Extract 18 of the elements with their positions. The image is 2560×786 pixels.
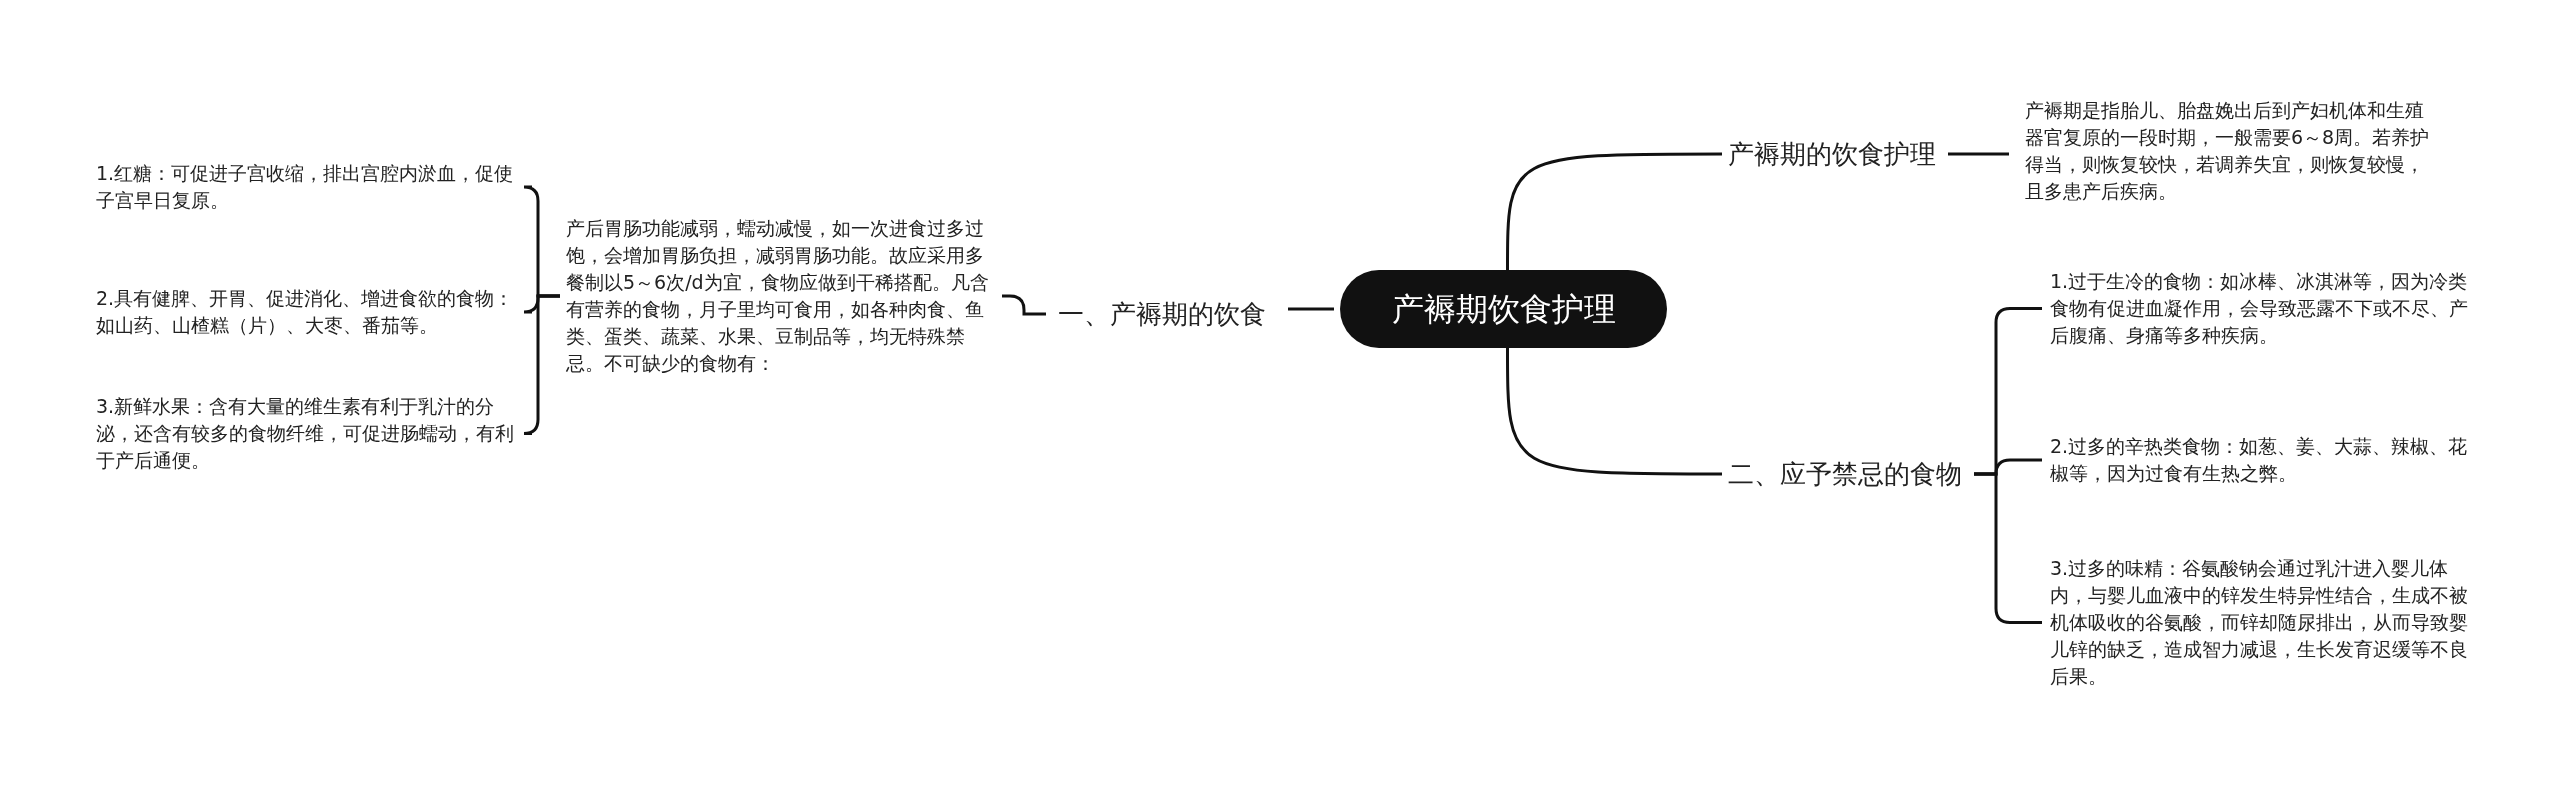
connector-line	[1002, 294, 1046, 316]
list-item-text: 2.具有健脾、开胃、促进消化、增进食欲的食物：如山药、山楂糕（片）、大枣、番茄等。	[96, 285, 524, 339]
list-item-text: 1.红糖：可促进子宫收缩，排出宫腔内淤血，促使子宫早日复原。	[96, 160, 524, 214]
connector-line	[1506, 348, 1722, 476]
connector-line	[1974, 472, 2042, 624]
list-item-text: 1.过于生冷的食物：如冰棒、冰淇淋等，因为冷类食物有促进血凝作用，会导致恶露不下或不尽、产后腹痛、身痛等多种疾病。	[2050, 268, 2470, 349]
list-item-text: 2.过多的辛热类食物：如葱、姜、大蒜、辣椒、花椒等，因为过食有生热之弊。	[2050, 433, 2470, 487]
connector-line	[1948, 152, 2009, 156]
branch-label: 二、应予禁忌的食物	[1722, 453, 1968, 495]
branch-label: 一、产褥期的饮食	[1052, 293, 1272, 335]
list-item-text: 3.新鲜水果：含有大量的维生素有利于乳汁的分泌，还含有较多的食物纤维，可促进肠蠕动，有利于产后通便。	[96, 393, 524, 474]
topic-pill: 产褥期饮食护理	[1340, 270, 1667, 348]
connector-line	[1506, 152, 1722, 270]
branch-label: 产褥期的饮食护理	[1722, 133, 1942, 175]
connector-line	[1288, 307, 1334, 311]
list-item-text: 3.过多的味精：谷氨酸钠会通过乳汁进入婴儿体内，与婴儿血液中的锌发生特异性结合，生成不被机体吸收的谷氨酸，而锌却随尿排出，从而导致婴儿锌的缺乏，造成智力减退，生长发育迟缓等不良后果。	[2050, 555, 2470, 690]
note-text: 产后胃肠功能减弱，蠕动减慢，如一次进食过多过饱，会增加胃肠负担，减弱胃肠功能。故应采用多餐制以5～6次/d为宜，食物应做到干稀搭配。凡含有营养的食物，月子里均可食用，如各种肉食、鱼类、蛋类、蔬菜、水果、豆制品等，均无特殊禁忌。不可缺少的食物有：	[566, 215, 994, 377]
note-text: 产褥期是指胎儿、胎盘娩出后到产妇机体和生殖器官复原的一段时期，一般需要6～8周。若养护得当，则恢复较快，若调养失宜，则恢复较慢，且多患产后疾病。	[2025, 97, 2437, 205]
